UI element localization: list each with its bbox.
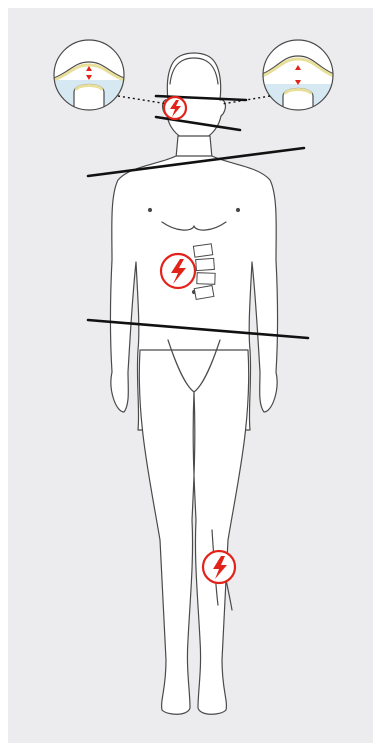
neck-outline [176, 136, 212, 158]
vertebra-2 [196, 258, 215, 270]
jaw-pain-marker [164, 97, 186, 119]
knee-pain-marker [203, 551, 235, 583]
left-nipple [149, 209, 152, 212]
vertebra-3 [197, 273, 215, 285]
right-nipple [237, 209, 240, 212]
spine-pain-marker [161, 254, 195, 288]
vertebra-1 [193, 244, 212, 257]
